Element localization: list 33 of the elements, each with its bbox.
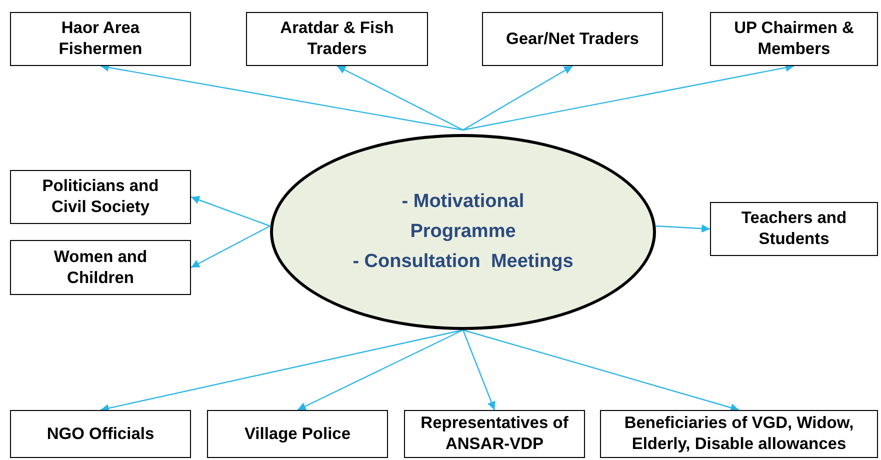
stakeholder-box	[207, 410, 388, 458]
arrow	[462, 329, 740, 412]
stakeholder-box	[10, 240, 191, 295]
node-text: Teachers and Students	[740, 208, 848, 250]
node-text: Representatives of ANSAR-VDP	[420, 413, 570, 455]
stakeholder-box	[246, 12, 428, 66]
arrow	[462, 65, 573, 131]
node-text: Beneficiaries of VGD, Widow, Elderly, Disable allowances	[623, 413, 855, 455]
arrow	[336, 65, 464, 131]
node-text: Women and Children	[52, 246, 148, 288]
node-text: Haor Area Fishermen	[58, 18, 144, 60]
arrow	[297, 329, 464, 411]
stakeholder-box	[10, 170, 191, 224]
stakeholder-box	[600, 410, 878, 458]
arrow	[190, 196, 270, 227]
stakeholder-box	[482, 12, 663, 66]
node-text: Politicians and Civil Society	[41, 176, 160, 218]
arrow	[656, 224, 710, 233]
arrow	[100, 329, 464, 412]
node-text: Aratdar & Fish Traders	[279, 18, 395, 60]
stakeholder-box	[10, 12, 191, 66]
node-text: UP Chairmen & Members	[733, 18, 855, 60]
node-text: Gear/Net Traders	[505, 28, 640, 50]
node-text: - Motivational Programme	[400, 190, 526, 244]
node-text: Village Police	[243, 424, 352, 444]
stakeholder-box	[710, 12, 878, 66]
stakeholder-box	[710, 202, 878, 256]
node-text: NGO Officials	[46, 424, 156, 444]
arrow	[462, 330, 496, 410]
arrow	[190, 225, 270, 268]
stakeholder-box	[10, 410, 191, 458]
stakeholder-box	[404, 410, 585, 458]
node-text: - Consultation Meetings	[352, 250, 574, 274]
